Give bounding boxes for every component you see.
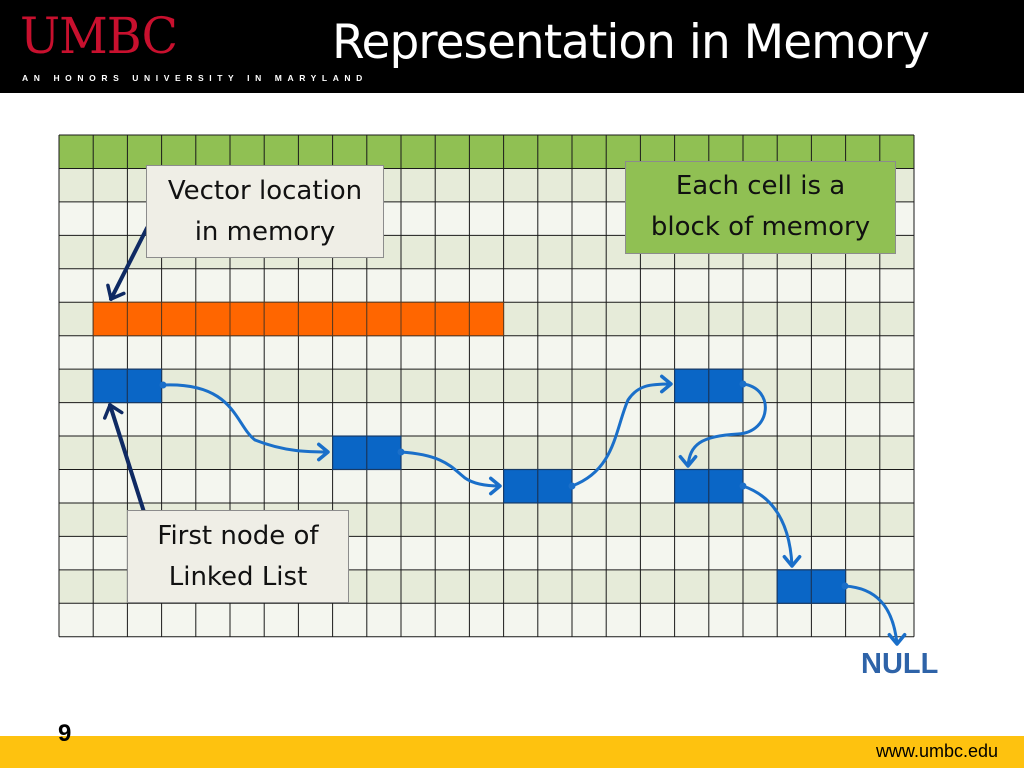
linked-list-node-cell: [537, 468, 573, 504]
website-url: www.umbc.edu: [875, 741, 998, 761]
vector-cell: [332, 301, 368, 337]
arrow-head: [106, 283, 126, 301]
header-bar: [0, 0, 1024, 93]
linked-list-node-cell: [126, 368, 163, 404]
vector-cell: [468, 301, 505, 337]
vector-location-callout: Vector location in memory: [146, 165, 384, 258]
umbc-logo: UMBC: [20, 7, 178, 65]
slide-title: Representation in Memory: [332, 15, 930, 70]
grid-row: [59, 369, 914, 403]
pointer-arrow: [843, 584, 899, 646]
footer-bar: [0, 736, 1024, 768]
callout-line: in memory: [194, 217, 336, 247]
arrow-head: [782, 555, 802, 568]
callout-line: First node of: [157, 521, 319, 551]
null-label: NULL: [861, 648, 939, 680]
vector-cell: [366, 301, 402, 337]
grid-row: [59, 268, 914, 303]
pointer-arrow: [399, 450, 502, 488]
vector-cell: [195, 301, 231, 337]
vector-cell: [297, 301, 334, 337]
memory-cell-callout: Each cell is a block of memory: [625, 161, 896, 254]
callout-line: Linked List: [168, 562, 308, 592]
callout-line: Each cell is a: [675, 171, 846, 201]
page-number: 9: [58, 720, 72, 747]
callout-line: Vector location: [167, 176, 363, 206]
linked-list-node-cell: [366, 435, 402, 471]
grid-row: [59, 402, 914, 437]
arrow-head: [103, 403, 124, 420]
logo-tagline: AN HONORS UNIVERSITY IN MARYLAND: [22, 73, 368, 83]
vector-cell: [92, 301, 128, 337]
grid-row: [59, 603, 914, 637]
pointer-arrow: [108, 403, 146, 514]
arrow-head: [489, 476, 502, 496]
linked-list-node-cell: [776, 569, 813, 604]
grid-row: [59, 335, 914, 370]
vector-cell: [263, 301, 299, 337]
arrow-head: [887, 633, 907, 646]
arrow-head: [678, 455, 698, 468]
linked-list-node-cell: [503, 468, 539, 504]
linked-list-node-cell: [708, 468, 744, 504]
pointer-arrow: [570, 382, 673, 488]
vector-cell: [400, 301, 436, 337]
callout-line: block of memory: [650, 212, 871, 242]
memory-blocks: [92, 301, 847, 604]
grid-row: [59, 436, 914, 470]
linked-list-node-cell: [673, 368, 710, 404]
pointer-arrows: [103, 226, 907, 646]
pointer-arrow: [109, 226, 149, 301]
first-node-callout: First node of Linked List: [127, 510, 349, 603]
vector-cell: [126, 301, 163, 337]
linked-list-node-cell: [332, 435, 368, 471]
vector-cell: [229, 301, 265, 337]
linked-list-node-cell: [92, 368, 128, 404]
pointer-arrow: [741, 484, 794, 568]
linked-list-node-cell: [810, 569, 847, 604]
linked-list-node-cell: [708, 368, 744, 404]
pointer-arrow: [686, 382, 767, 468]
vector-cell: [434, 301, 470, 337]
arrow-head: [660, 374, 673, 394]
linked-list-node-cell: [673, 468, 710, 504]
vector-cell: [161, 301, 197, 337]
arrow-head: [317, 442, 330, 462]
pointer-arrow: [161, 383, 330, 454]
